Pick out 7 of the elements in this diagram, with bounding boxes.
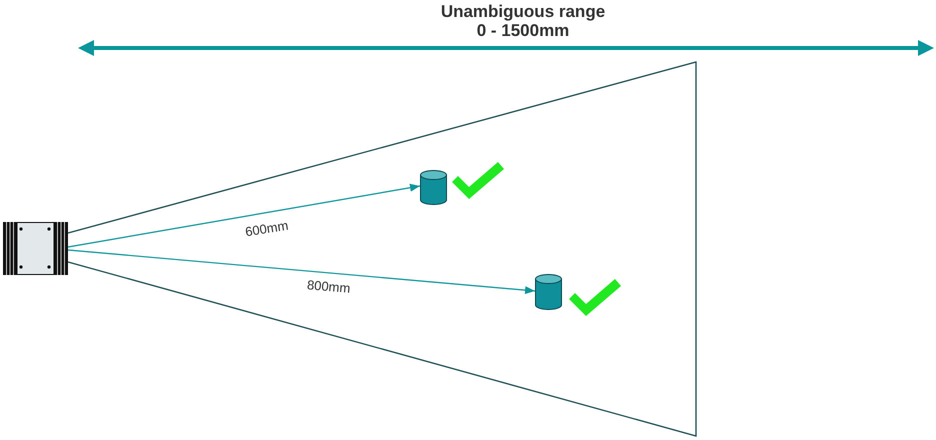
sensor-device — [3, 222, 68, 275]
target-cylinder — [535, 274, 562, 310]
target-cylinder — [420, 170, 447, 205]
arrow — [68, 184, 420, 248]
dimension-label: Unambiguous range 0 - 1500mm — [440, 2, 606, 40]
arrow — [68, 249, 536, 294]
edge-label: 800mm — [305, 277, 352, 296]
